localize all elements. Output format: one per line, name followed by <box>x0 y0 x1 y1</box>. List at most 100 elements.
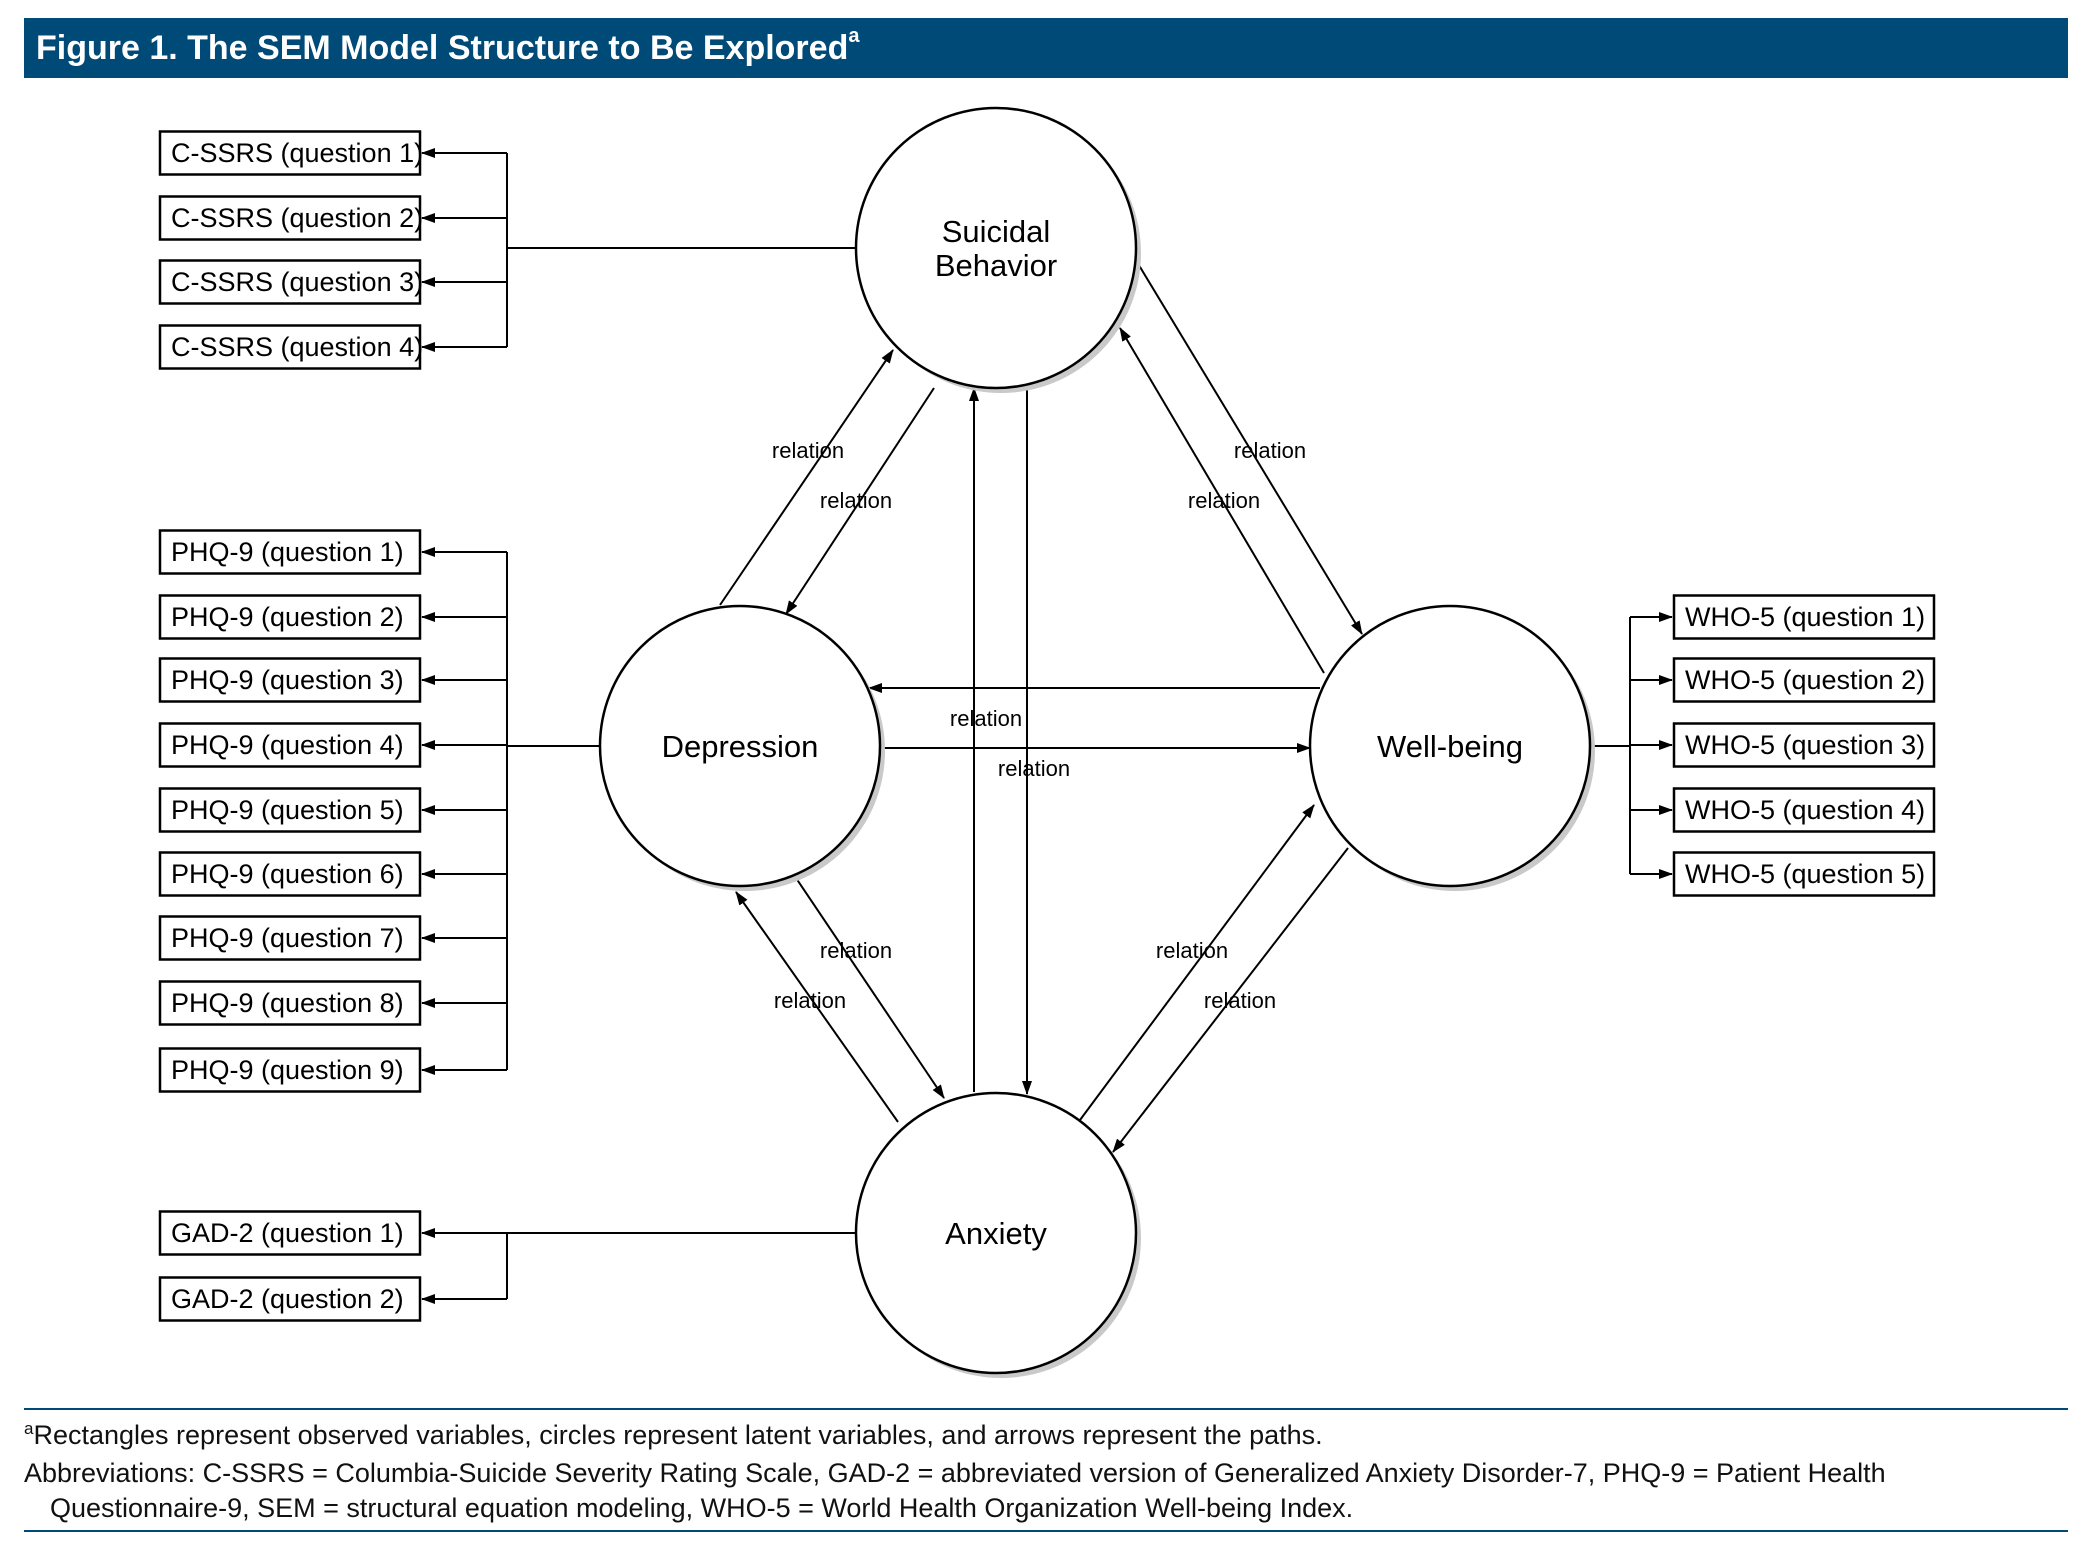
observed-box-label: WHO-5 (question 1) <box>1685 602 1925 632</box>
latent-variable-wellbeing: Well-being <box>1308 604 1595 891</box>
path-label: relation <box>1234 438 1306 463</box>
observed-box-rect <box>158 1210 422 1256</box>
observed-box-rect <box>158 1047 422 1093</box>
observed-box-rect <box>158 787 422 833</box>
observed-variable-box: C-SSRS (question 2) <box>158 195 423 241</box>
footnote-marker: a <box>24 1419 34 1438</box>
observed-variable-box: PHQ-9 (question 5) <box>158 787 422 833</box>
path-label: relation <box>950 706 1022 731</box>
path-label: relation <box>998 756 1070 781</box>
figure-title: Figure 1. The SEM Model Structure to Be … <box>36 28 849 67</box>
observed-variable-box: PHQ-9 (question 4) <box>158 722 422 768</box>
observed-box-label: GAD-2 (question 2) <box>171 1284 404 1314</box>
latent-label: Well-being <box>1377 729 1523 764</box>
path-anxiety-to-depression <box>735 891 899 1123</box>
path-label: relation <box>774 988 846 1013</box>
path-depression-to-anxiety <box>793 874 945 1099</box>
observed-variable-box: GAD-2 (question 2) <box>158 1276 422 1322</box>
latent-circle <box>854 1091 1138 1375</box>
observed-box-label: PHQ-9 (question 2) <box>171 602 404 632</box>
observed-box-label: PHQ-9 (question 8) <box>171 988 404 1018</box>
observed-box-label: GAD-2 (question 1) <box>171 1218 404 1248</box>
observed-variable-box: C-SSRS (question 3) <box>158 259 423 305</box>
footnote-top-rule <box>24 1408 2068 1410</box>
path-depression-to-suicidal <box>719 349 894 606</box>
latent-variable-depression: Depression <box>598 604 885 891</box>
latent-label: Depression <box>662 729 819 764</box>
footnote-bottom-rule <box>24 1530 2068 1532</box>
footnote-block: aRectangles represent observed variables… <box>24 1418 2064 1526</box>
path-suicidal-to-depression <box>785 387 935 615</box>
observed-box-label: C-SSRS (question 1) <box>171 138 423 168</box>
observed-box-rect <box>158 195 422 241</box>
footnote-abbreviations-1: Abbreviations: C-SSRS = Columbia-Suicide… <box>24 1458 1886 1488</box>
observed-box-label: C-SSRS (question 4) <box>171 332 423 362</box>
observed-variable-box: PHQ-9 (question 1) <box>158 529 422 575</box>
observed-box-rect <box>1672 722 1936 768</box>
observed-box-label: C-SSRS (question 2) <box>171 203 423 233</box>
observed-box-rect <box>1672 657 1936 703</box>
observed-box-label: WHO-5 (question 4) <box>1685 795 1925 825</box>
observed-box-label: PHQ-9 (question 5) <box>171 795 404 825</box>
observed-box-label: PHQ-9 (question 7) <box>171 923 404 953</box>
figure-title-superscript: a <box>848 24 860 47</box>
footnote-abbreviations-2: Questionnaire-9, SEM = structural equati… <box>50 1493 1354 1523</box>
observed-box-label: WHO-5 (question 3) <box>1685 730 1925 760</box>
observed-variables: C-SSRS (question 1) C-SSRS (question 2) C-… <box>158 130 1936 1322</box>
observed-box-rect <box>1672 594 1936 640</box>
observed-variable-box: PHQ-9 (question 8) <box>158 980 422 1026</box>
observed-box-label: PHQ-9 (question 6) <box>171 859 404 889</box>
path-label: relation <box>1156 938 1228 963</box>
observed-box-rect <box>1672 787 1936 833</box>
latent-circle <box>598 604 882 888</box>
observed-box-rect <box>158 594 422 640</box>
observed-variable-box: C-SSRS (question 4) <box>158 324 423 370</box>
observed-box-rect <box>158 529 422 575</box>
observed-variable-box: WHO-5 (question 4) <box>1672 787 1936 833</box>
observed-variable-box: WHO-5 (question 1) <box>1672 594 1936 640</box>
observed-box-rect <box>158 980 422 1026</box>
footnote-note-text: Rectangles represent observed variables,… <box>33 1420 1323 1450</box>
observed-box-rect <box>1672 851 1936 897</box>
latent-label: Anxiety <box>945 1216 1047 1251</box>
observed-variable-box: PHQ-9 (question 7) <box>158 915 422 961</box>
observed-variable-box: PHQ-9 (question 2) <box>158 594 422 640</box>
observed-box-rect <box>158 1276 422 1322</box>
observed-variable-box: GAD-2 (question 1) <box>158 1210 422 1256</box>
latent-label: Suicidal <box>942 214 1051 249</box>
observed-variable-box: PHQ-9 (question 6) <box>158 851 422 897</box>
observed-box-rect <box>158 722 422 768</box>
path-labels: relation relation relation relation relation… <box>772 438 1306 1013</box>
observed-variable-box: WHO-5 (question 2) <box>1672 657 1936 703</box>
connector-lines <box>421 148 1673 1304</box>
observed-box-label: WHO-5 (question 5) <box>1685 859 1925 889</box>
latent-circle <box>1308 604 1592 888</box>
latent-variable-anxiety: Anxiety <box>854 1091 1141 1378</box>
observed-box-rect <box>158 259 422 305</box>
latent-circle <box>854 106 1138 390</box>
observed-box-rect <box>158 130 422 176</box>
observed-variable-box: WHO-5 (question 3) <box>1672 722 1936 768</box>
path-label: relation <box>772 438 844 463</box>
observed-box-label: PHQ-9 (question 9) <box>171 1055 404 1085</box>
observed-box-rect <box>158 324 422 370</box>
observed-variable-box: WHO-5 (question 5) <box>1672 851 1936 897</box>
figure-header: Figure 1. The SEM Model Structure to Be … <box>24 18 2068 78</box>
observed-box-label: PHQ-9 (question 4) <box>171 730 404 760</box>
observed-box-rect <box>158 657 422 703</box>
path-anxiety-to-wellbeing <box>1079 804 1315 1121</box>
observed-variable-box: C-SSRS (question 1) <box>158 130 423 176</box>
observed-box-label: WHO-5 (question 2) <box>1685 665 1925 695</box>
path-wellbeing-to-suicidal <box>1119 327 1325 674</box>
observed-box-label: C-SSRS (question 3) <box>171 267 423 297</box>
observed-box-rect <box>158 851 422 897</box>
path-wellbeing-to-anxiety <box>1112 847 1349 1153</box>
latent-label: Behavior <box>935 248 1057 283</box>
observed-box-label: PHQ-9 (question 1) <box>171 537 404 567</box>
path-label: relation <box>1188 488 1260 513</box>
observed-variable-box: PHQ-9 (question 3) <box>158 657 422 703</box>
path-label: relation <box>820 938 892 963</box>
